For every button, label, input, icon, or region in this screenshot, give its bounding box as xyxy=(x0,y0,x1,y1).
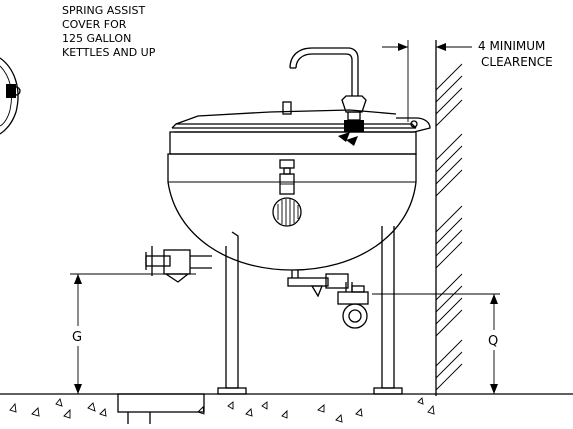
clearance-line-2: CLEARENCE xyxy=(481,55,553,69)
floor xyxy=(0,393,573,424)
kettle-body xyxy=(167,131,417,271)
dimension-q: Q xyxy=(372,293,500,394)
kettle-lid xyxy=(171,101,431,133)
floor-aggregate xyxy=(9,397,435,423)
sight-glass xyxy=(272,197,302,227)
note-line-2: COVER FOR xyxy=(62,18,127,31)
clearance-dimension xyxy=(382,40,472,122)
clearance-line-1: 4 MINIMUM xyxy=(478,39,545,53)
dimension-g: G xyxy=(70,273,196,394)
spring-assist-detail xyxy=(0,57,21,135)
spring-assist-note: SPRING ASSIST COVER FOR 125 GALLON KETTL… xyxy=(62,4,156,59)
drain-piping xyxy=(287,270,369,329)
note-line-1: SPRING ASSIST xyxy=(62,4,145,17)
wall-hatching xyxy=(435,63,463,391)
front-valve xyxy=(279,159,295,195)
wall xyxy=(435,40,463,396)
draw-off-valve xyxy=(145,246,212,283)
note-line-4: KETTLES AND UP xyxy=(62,46,156,59)
note-line-3: 125 GALLON xyxy=(62,32,131,45)
clearance-note: 4 MINIMUM CLEARENCE xyxy=(478,39,553,69)
dimension-q-label: Q xyxy=(488,334,498,349)
kettle-legs xyxy=(217,226,403,395)
dimension-g-label: G xyxy=(72,330,82,345)
faucet xyxy=(289,47,367,146)
